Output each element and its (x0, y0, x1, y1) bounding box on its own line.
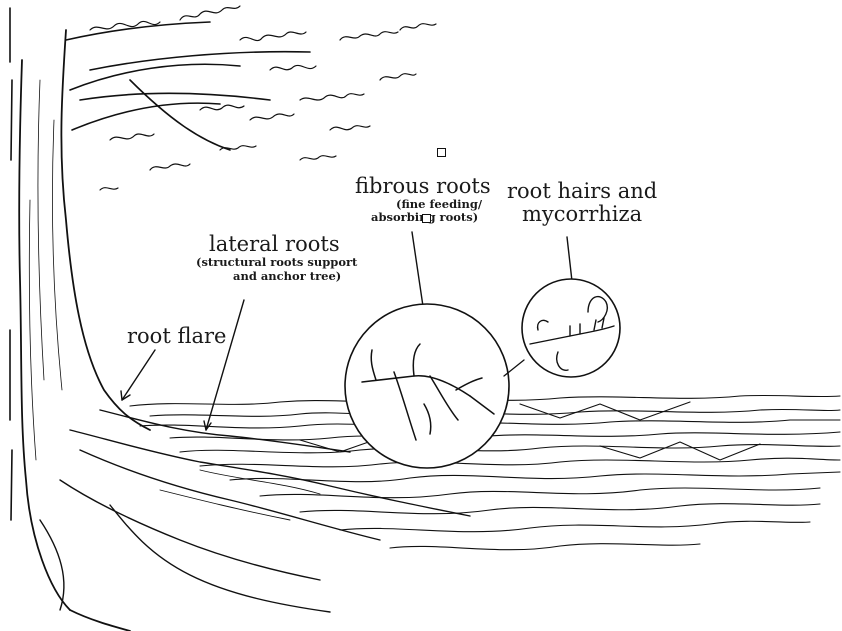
root-flare-leader (122, 350, 155, 400)
label-mycorrhiza: mycorrhiza (522, 204, 642, 225)
root-hairs-magnifier (504, 279, 620, 377)
left-border-strokes (10, 8, 12, 520)
label-lateral-roots-note-1: (structural roots support (196, 256, 357, 269)
lateral-roots-leader (206, 300, 244, 430)
square-glyph-icon (422, 214, 431, 223)
label-lateral-roots-note-2: and anchor tree) (233, 270, 341, 283)
label-fibrous-roots-note-1: (fine feeding/ (396, 198, 482, 211)
tree-branches (66, 22, 310, 150)
label-root-flare: root flare (127, 326, 226, 347)
label-root-hairs: root hairs and (507, 181, 657, 202)
label-lateral-roots: lateral roots (209, 234, 340, 255)
label-fibrous-roots: fibrous roots (355, 176, 491, 197)
fibrous-roots-magnifier (345, 304, 509, 468)
square-glyph-icon (437, 148, 446, 157)
tree-canopy (90, 6, 436, 190)
